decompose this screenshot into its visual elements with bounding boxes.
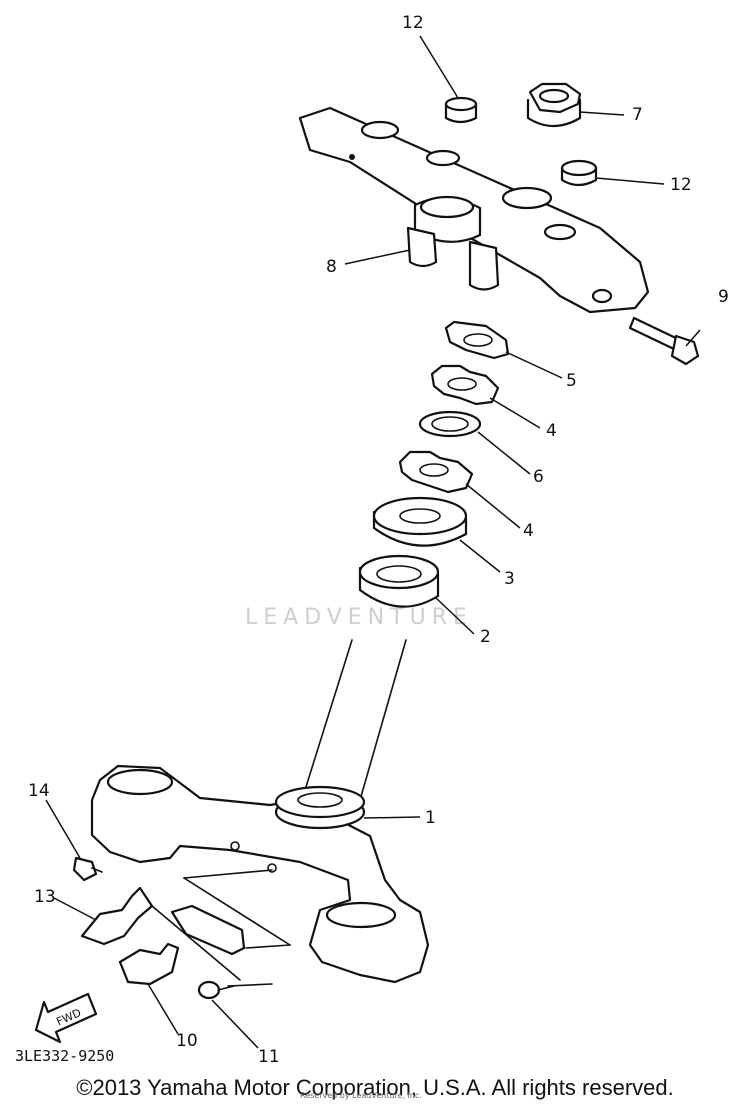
- upper-bracket-part: [298, 106, 650, 314]
- nut-part-7: [526, 82, 582, 128]
- bolt-part-14: [72, 856, 103, 882]
- copyright-notice: ©2013 Yamaha Motor Corporation, U.S.A. A…: [76, 1075, 674, 1100]
- ring-nut-part-5: [444, 320, 510, 360]
- callout-5: 5: [566, 371, 577, 391]
- callout-1: 1: [425, 808, 436, 828]
- washer-part-6: [418, 410, 482, 438]
- bracket-plate-part: [170, 904, 246, 956]
- cap-part-12-top: [444, 96, 478, 124]
- clip-part-10: [118, 942, 180, 986]
- callout-4-lower: 4: [523, 521, 534, 541]
- reserved-stamp: Reserved by LeadVenture, Inc.: [300, 1091, 422, 1100]
- fwd-arrow-icon: FWD: [34, 992, 98, 1044]
- callout-12-right: 12: [670, 175, 692, 195]
- lower-bracket-part: [90, 764, 430, 984]
- steering-stem-tube: [304, 639, 407, 801]
- callout-4-upper: 4: [546, 421, 557, 441]
- ring-nut-part-4-upper: [430, 364, 500, 406]
- bolt-part-9: [628, 316, 700, 366]
- cap-part-12-right: [560, 159, 598, 187]
- callout-14: 14: [28, 781, 50, 801]
- callout-12-top: 12: [402, 13, 424, 33]
- dust-cover-part-3: [372, 496, 468, 547]
- bolt-part-11: [197, 980, 235, 1000]
- callout-2: 2: [480, 627, 491, 647]
- ring-nut-part-4-lower: [398, 450, 474, 494]
- callout-8: 8: [326, 257, 337, 277]
- callout-13: 13: [34, 887, 56, 907]
- callout-3: 3: [504, 569, 515, 589]
- assembly-lines: [151, 869, 291, 987]
- callout-10: 10: [176, 1031, 198, 1051]
- watermark-text: LEADVENTURE: [245, 605, 473, 630]
- callout-11: 11: [258, 1047, 280, 1067]
- clamp-part-13: [80, 886, 154, 946]
- callout-9: 9: [718, 287, 729, 307]
- diagram-reference-code: 3LE332-9250: [15, 1047, 115, 1065]
- bearing-part-2: [358, 554, 440, 608]
- callout-7: 7: [632, 105, 643, 125]
- callout-6: 6: [533, 467, 544, 487]
- leader-lines: [45, 35, 701, 1049]
